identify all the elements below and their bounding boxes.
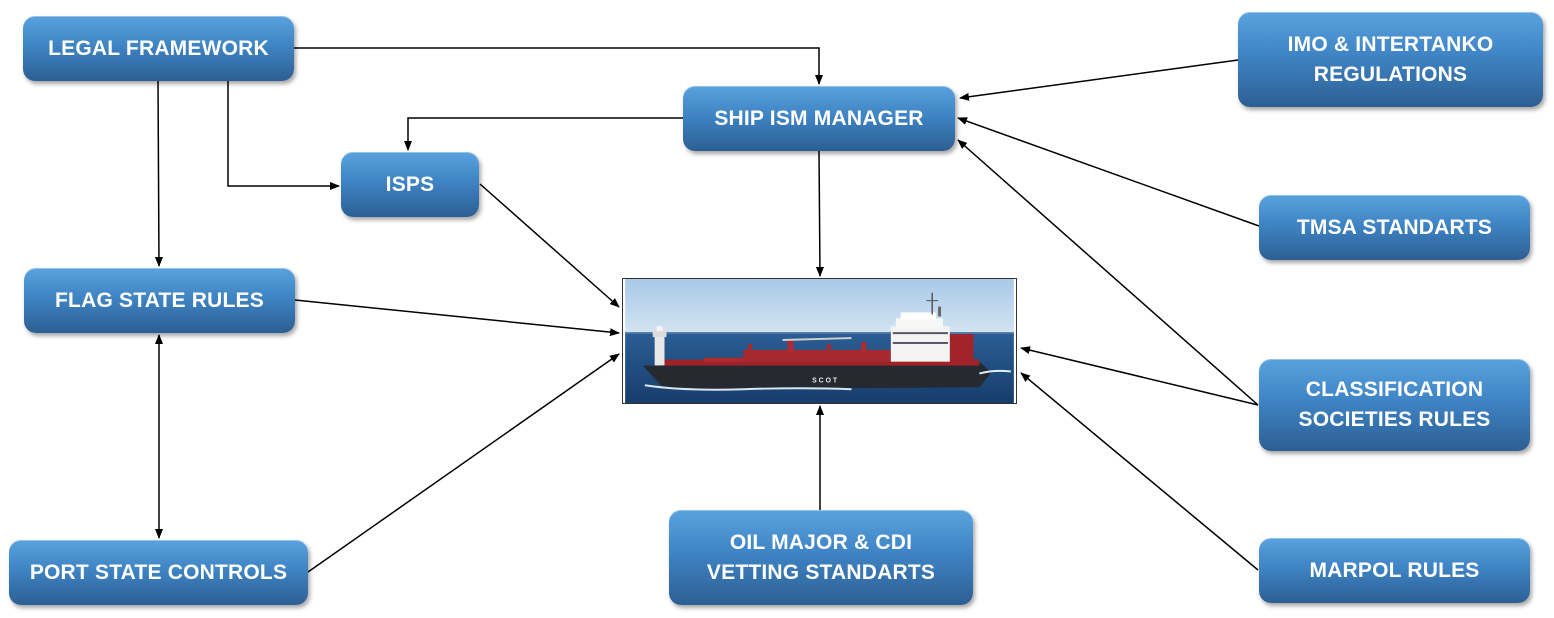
flag-state-label: FLAG STATE RULES <box>55 288 264 312</box>
oil-label-line1: OIL MAJOR & CDI <box>729 530 913 554</box>
imo-intertanko-box: IMO & INTERTANKO REGULATIONS <box>1238 12 1543 107</box>
ship-ism-manager-label: SHIP ISM MANAGER <box>714 106 924 130</box>
oil-major-cdi-box: OIL MAJOR & CDI VETTING STANDARTS <box>669 510 973 605</box>
arrow-legal-to-isps <box>227 81 340 190</box>
flag-state-rules-box: FLAG STATE RULES <box>24 268 295 333</box>
legal-framework-box: LEGAL FRAMEWORK <box>23 16 294 81</box>
imo-label-line2: REGULATIONS <box>1313 62 1468 86</box>
arrow-legal-to-flag <box>154 80 163 267</box>
marpol-rules-box: MARPOL RULES <box>1259 538 1530 603</box>
marpol-label: MARPOL RULES <box>1309 558 1480 582</box>
arrow-marpol-to-ship <box>1020 372 1259 571</box>
imo-label-line1: IMO & INTERTANKO <box>1287 32 1494 56</box>
arrow-legal-to-ism <box>294 47 823 85</box>
arrow-port-to-ship <box>307 353 620 573</box>
class-label-line1: CLASSIFICATION <box>1305 378 1484 401</box>
arrow-ism-to-isps <box>404 117 683 151</box>
arrow-class-to-ism <box>957 139 1259 406</box>
ship-ism-manager-box: SHIP ISM MANAGER <box>683 86 955 151</box>
tmsa-label: TMSA STANDARTS <box>1296 215 1493 239</box>
tanker-ship-image: SCOT <box>622 278 1017 404</box>
arrow-flag-to-ship <box>294 299 620 337</box>
arrow-imo-to-ism <box>959 59 1239 101</box>
oil-label-line2: VETTING STANDARTS <box>706 560 936 584</box>
arrow-isps-to-ship <box>479 183 620 308</box>
isps-label: ISPS <box>385 172 435 196</box>
port-state-controls-box: PORT STATE CONTROLS <box>9 540 308 605</box>
classification-societies-box: CLASSIFICATION SOCIETIES RULES <box>1259 359 1530 451</box>
arrow-ism-to-ship <box>815 150 824 277</box>
arrow-class-to-ship <box>1020 346 1259 406</box>
port-state-label: PORT STATE CONTROLS <box>29 560 288 584</box>
tmsa-standarts-box: TMSA STANDARTS <box>1259 195 1530 260</box>
legal-framework-label: LEGAL FRAMEWORK <box>48 36 269 60</box>
arrow-tmsa-to-ism <box>957 117 1260 227</box>
isps-box: ISPS <box>341 152 479 217</box>
class-label-line2: SOCIETIES RULES <box>1298 408 1491 431</box>
ship-hull-name: SCOT <box>812 377 839 384</box>
